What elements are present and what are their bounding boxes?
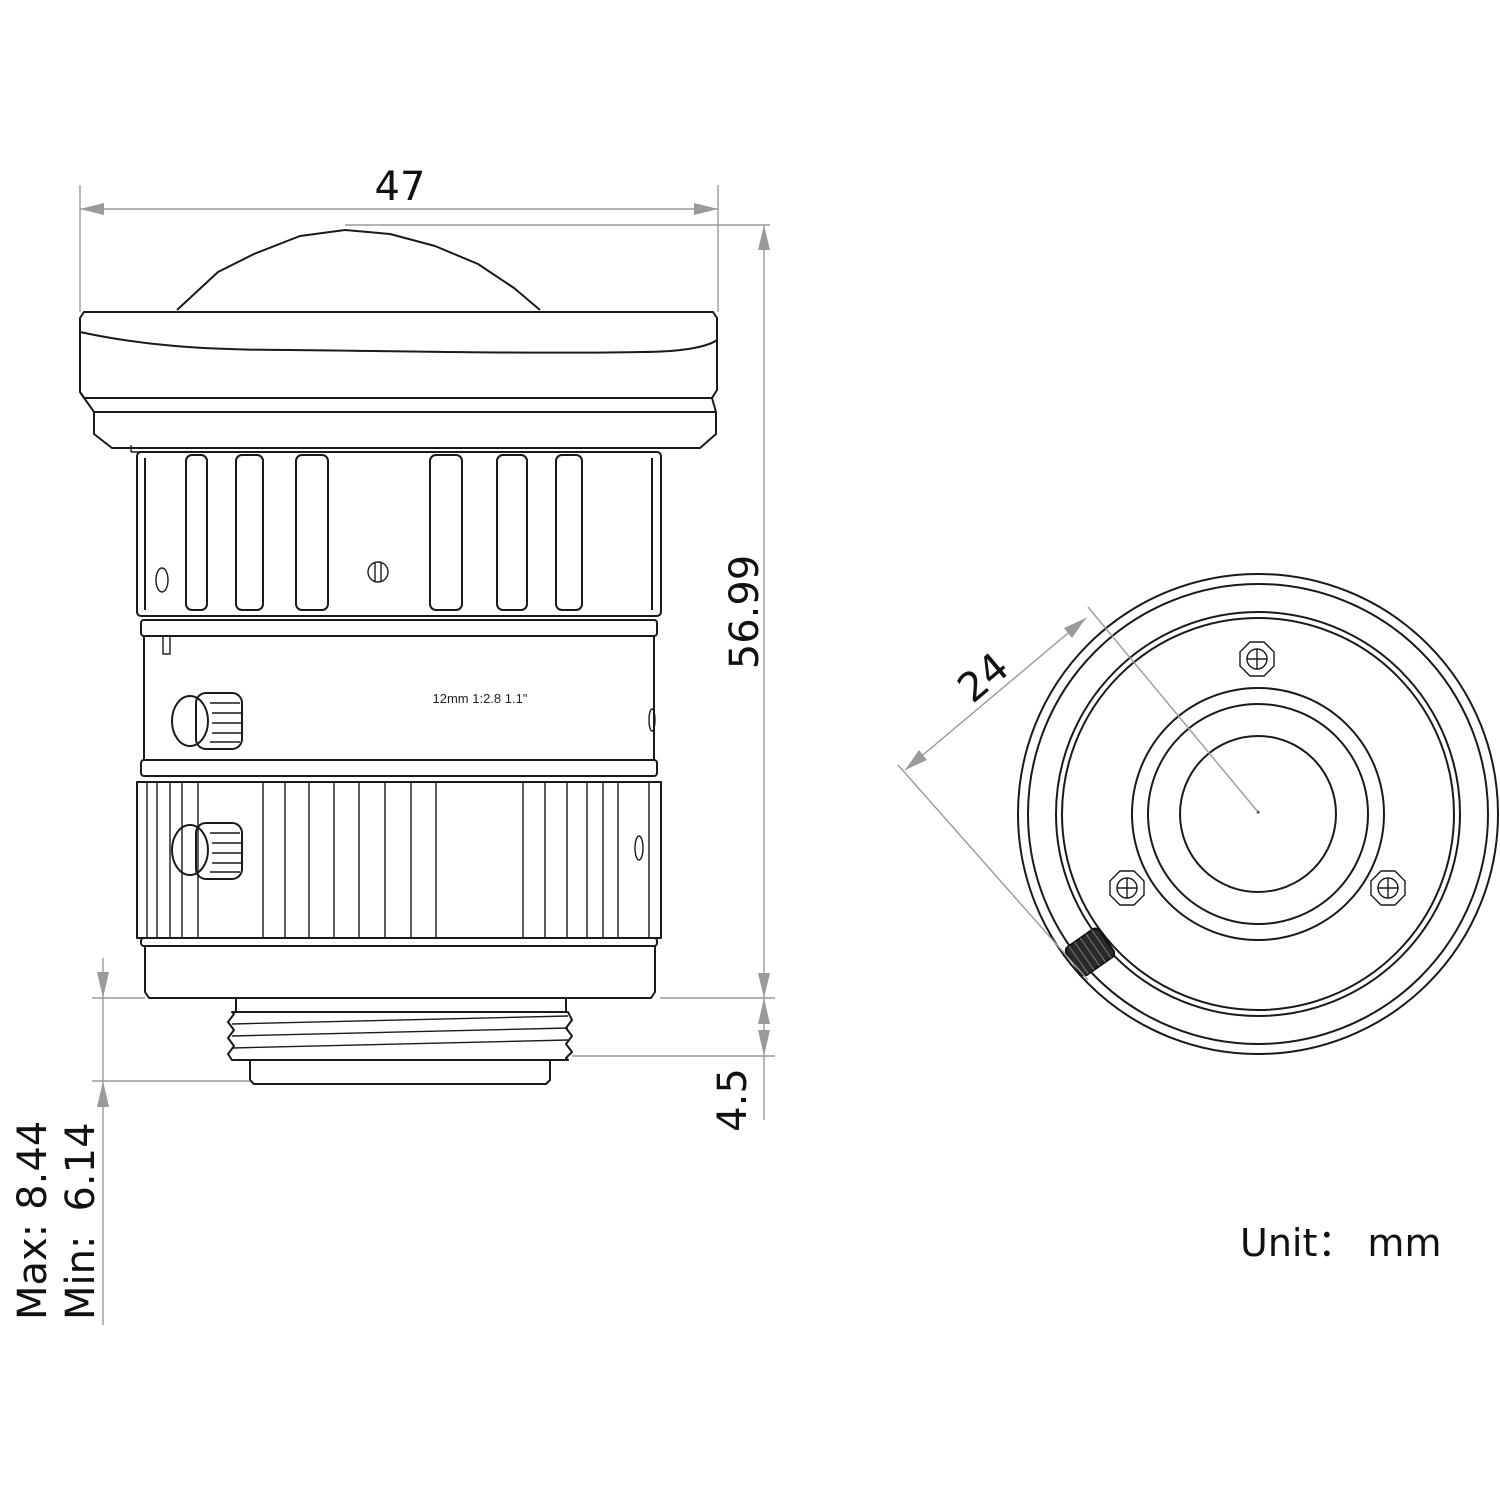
index-mark-icon	[155, 567, 169, 593]
back-focus-dimension: Max: 8.44 Min: 6.14	[10, 958, 250, 1325]
front-lens-dome	[176, 229, 541, 311]
screw-right-icon	[1370, 870, 1406, 906]
back-focus-min-value: 6.14	[58, 1122, 104, 1211]
screw-top-icon	[1239, 641, 1275, 677]
c-mount-thread	[227, 997, 573, 1085]
inner-bezel	[1131, 687, 1385, 941]
thread-length-label: 4.5	[710, 1068, 756, 1132]
height-dimension-label: 56.99	[722, 555, 768, 670]
index-tick	[162, 635, 171, 655]
lens-spec-label: 12mm 1:2.8 1.1"	[433, 691, 528, 706]
outer-ring	[1017, 573, 1499, 1055]
iris-ring	[136, 451, 662, 617]
lock-knob-icon	[1064, 927, 1116, 977]
back-focus-max-value: 8.44	[10, 1121, 56, 1210]
iris-lock-knob-icon	[171, 692, 243, 750]
screw-left-icon	[1109, 870, 1145, 906]
set-screw-icon	[367, 561, 389, 583]
rear-body	[144, 945, 656, 999]
radius-dimension: 24	[897, 606, 1259, 981]
svg-text:Max:8.44: Max: 8.44	[10, 1121, 56, 1320]
thread-length-dimension: 4.5	[572, 998, 775, 1132]
focus-lock-knob-icon	[171, 822, 243, 880]
unit-label: Unit： mm	[1240, 1221, 1441, 1265]
front-element	[1179, 735, 1337, 893]
svg-text:Min:6.14: Min: 6.14	[58, 1122, 104, 1320]
front-cap	[79, 311, 718, 453]
focus-ring	[136, 781, 662, 947]
back-focus-max-label: Max:	[10, 1224, 56, 1320]
front-view: 24	[897, 573, 1499, 1055]
back-focus-min-label: Min:	[58, 1236, 104, 1320]
width-dimension-label: 47	[375, 164, 426, 210]
width-dimension: 47	[79, 164, 719, 312]
label-band: 12mm 1:2.8 1.1"	[140, 619, 658, 777]
radius-dimension-label: 24	[949, 644, 1018, 712]
height-dimension: 56.99	[660, 225, 775, 999]
side-view: 47	[10, 164, 775, 1325]
